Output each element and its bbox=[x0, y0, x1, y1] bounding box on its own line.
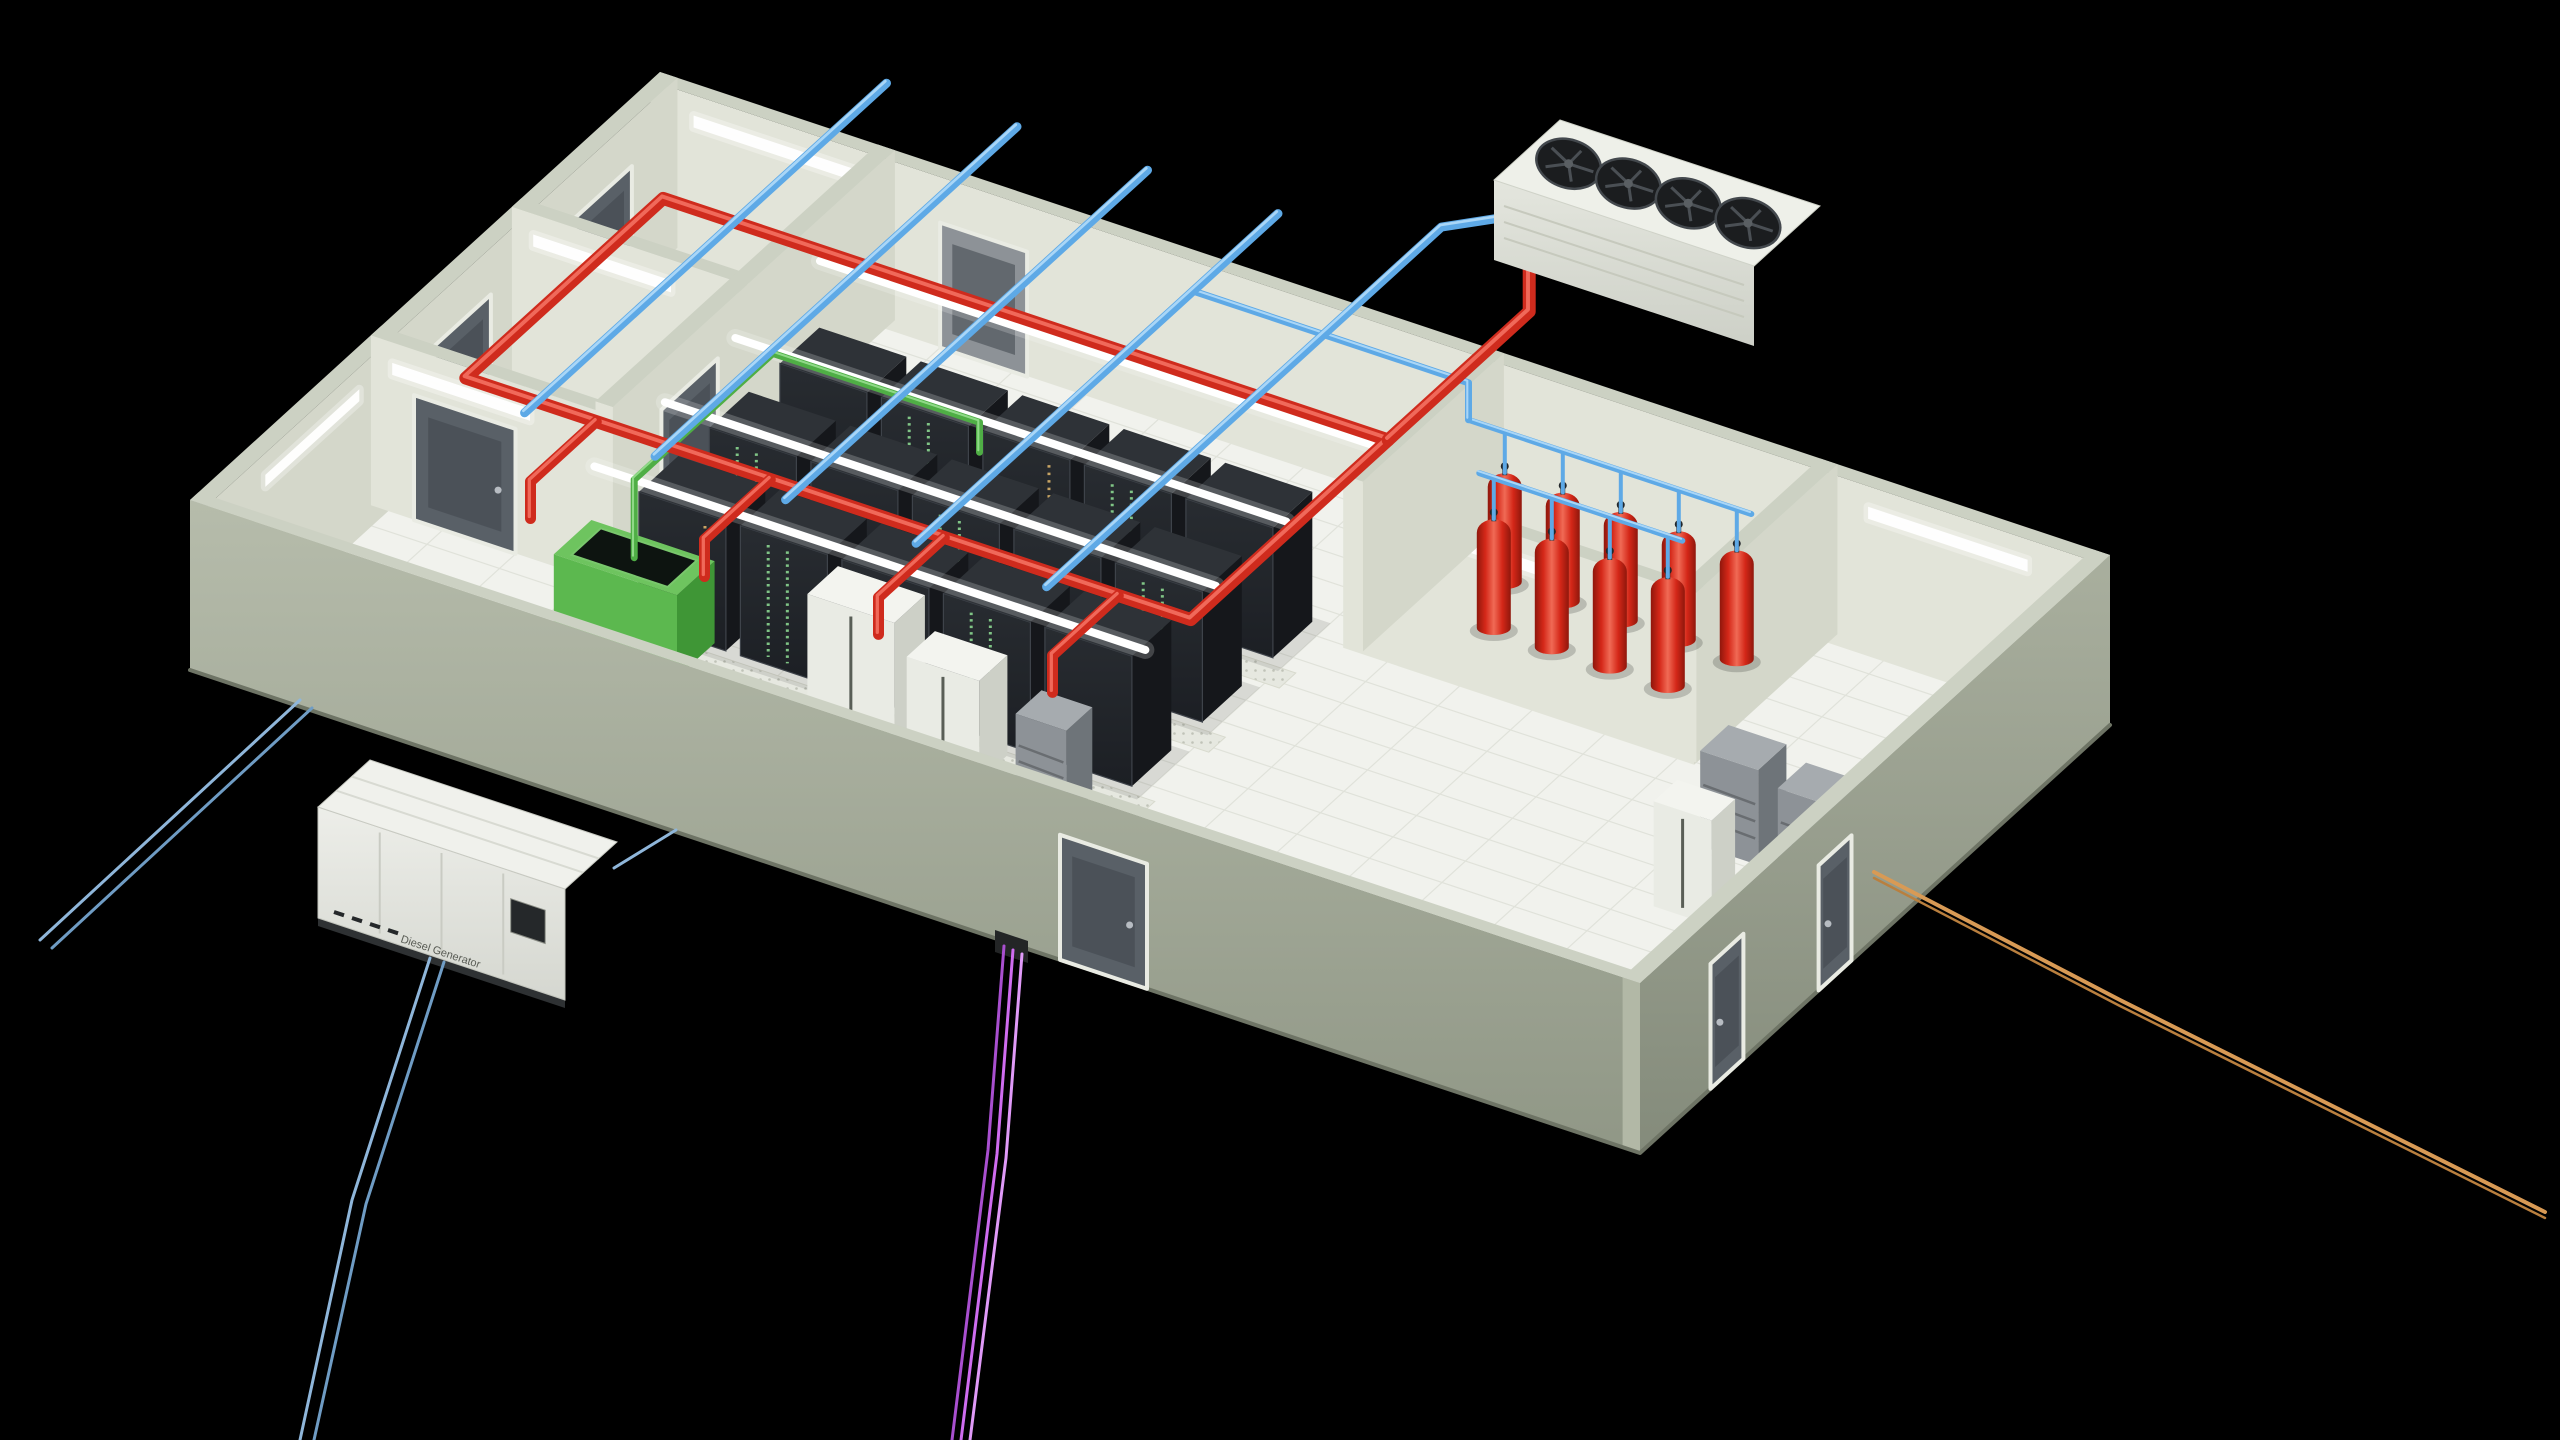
chilled-pipe-run-2 bbox=[650, 122, 1022, 461]
cable-generator-out-1 bbox=[298, 956, 432, 1440]
fire-manifold-feed bbox=[1189, 287, 1472, 424]
fan-hub bbox=[1683, 198, 1693, 208]
fire-cylinder-9 bbox=[1643, 566, 1692, 699]
door-exterior-front-handle bbox=[1126, 921, 1134, 929]
chilled-pipe-run-1 bbox=[520, 78, 891, 418]
fan-hub bbox=[1623, 179, 1633, 189]
generator-control-window bbox=[510, 898, 546, 945]
cable-power-purple-2 bbox=[959, 948, 1015, 1440]
light-bar-partition-2 bbox=[387, 358, 535, 426]
condenser-fan-2 bbox=[1594, 157, 1662, 210]
fan-hub bbox=[1743, 218, 1753, 228]
door-partition-2 bbox=[412, 393, 518, 556]
ceiling-light-3 bbox=[655, 393, 1225, 595]
fire-manifold-header-1 bbox=[1465, 416, 1755, 517]
diesel-generator: Diesel Generator bbox=[317, 759, 618, 1008]
fan-hub bbox=[1564, 159, 1574, 169]
chilled-pipe-run-5 bbox=[1042, 211, 1518, 592]
hot-pipe-loop bbox=[459, 191, 1395, 627]
light-bar-back-wall-right bbox=[1863, 502, 2033, 577]
hot-pipe-branch-3 bbox=[873, 532, 950, 640]
condenser-fan-4 bbox=[1714, 196, 1782, 250]
door-exterior-front bbox=[1058, 832, 1149, 991]
condenser-fan-3 bbox=[1654, 177, 1722, 230]
fire-cylinder-8 bbox=[1585, 546, 1634, 680]
chilled-pipe-run-4 bbox=[911, 209, 1283, 548]
ceiling-light-1 bbox=[810, 251, 1380, 454]
cable-generator-out-2 bbox=[312, 960, 446, 1440]
door-exterior-right-2-handle bbox=[1716, 1018, 1724, 1026]
door-exterior-right-1-handle bbox=[1824, 920, 1832, 928]
cable-power-purple-3 bbox=[968, 952, 1024, 1440]
hot-pipe-branch-1 bbox=[525, 416, 602, 524]
generator-base bbox=[318, 918, 565, 1008]
hot-pipe-branch-2 bbox=[699, 474, 776, 582]
light-bar-partition-1 bbox=[528, 230, 676, 297]
door-exterior-right-1 bbox=[1816, 833, 1854, 993]
fire-manifold-header-2 bbox=[1476, 470, 1686, 544]
rooftop-condenser bbox=[1493, 119, 1821, 346]
door-exterior-right-2 bbox=[1708, 931, 1746, 1091]
chilled-pipe-run-3 bbox=[781, 165, 1152, 505]
hot-pipe-branch-4 bbox=[1047, 590, 1124, 698]
cable-fiber-orange-2 bbox=[1872, 876, 2547, 1220]
light-bar-left-wall bbox=[260, 384, 364, 492]
cable-power-purple-1 bbox=[950, 944, 1006, 1440]
fire-cylinder-6 bbox=[1469, 508, 1518, 641]
door-partition-2-handle bbox=[494, 486, 502, 494]
scene-root: Diesel Generator bbox=[38, 72, 2547, 1440]
wall-right bbox=[1622, 549, 2110, 1153]
cable-utility-1 bbox=[38, 698, 302, 942]
condenser-fan-1 bbox=[1535, 137, 1603, 191]
ceiling-light-4 bbox=[585, 457, 1155, 659]
cable-generator-link bbox=[612, 828, 678, 870]
cable-fiber-orange-1 bbox=[1872, 870, 2547, 1214]
cable-utility-2 bbox=[50, 706, 314, 950]
